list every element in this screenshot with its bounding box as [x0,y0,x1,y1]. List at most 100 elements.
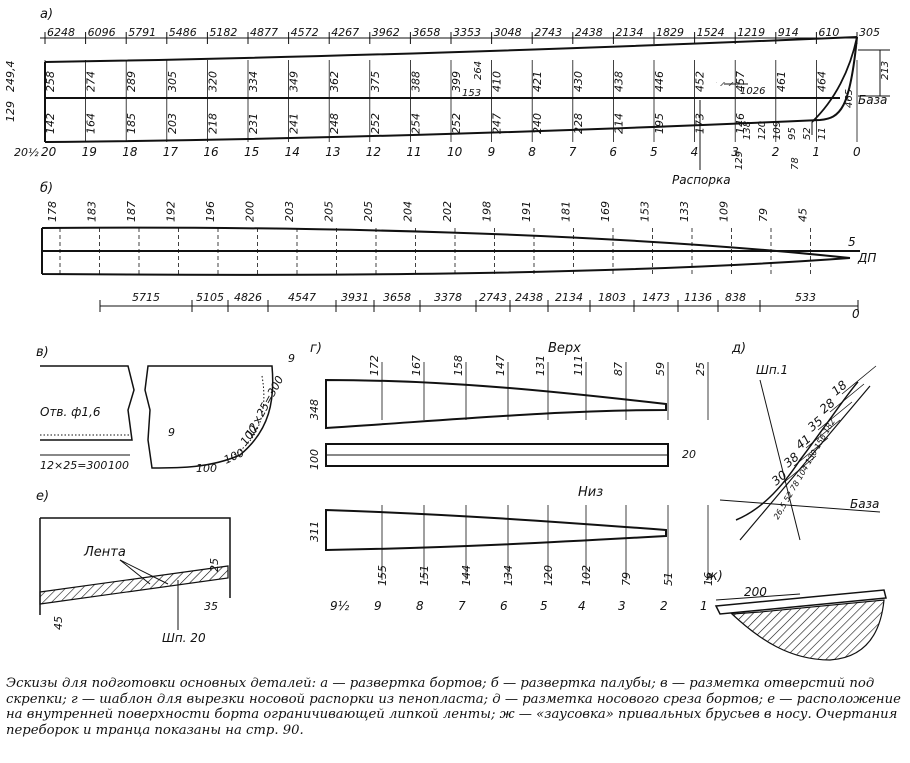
deck-bottom-dim: 5715 [132,291,160,304]
frame-number: 11 [406,145,421,159]
panel-a-letter: а) [40,7,53,22]
frame-number: 8 [528,145,536,159]
template-bottom-value: 151 [418,565,431,586]
deck-width-value: 181 [560,201,573,222]
deck-bottom-dim: 2743 [479,291,507,304]
template-bottom-value: 51 [662,572,675,586]
template-frame-number: 3 [618,599,626,613]
top-dim-value: 4877 [250,26,278,39]
frame-number: 2 [772,145,780,159]
lower-value: 247 [491,113,504,134]
template-frame-number: 9½ [330,599,350,613]
panel-v-letter: в) [36,345,49,360]
lower-value: 195 [653,113,666,134]
deck-width-value: 205 [323,201,336,222]
panel-a-left-2494: 249,4 [4,61,17,93]
frame-number: 13 [325,145,340,159]
panel-e-lenta: Лента [83,545,126,560]
template-top-value: 87 [612,362,625,376]
dimension-line [805,419,841,449]
frame-number: 14 [285,145,300,159]
top-dim-value: 4267 [331,26,359,39]
deck-width-value: 202 [441,201,454,222]
stern-small-value: 120 [757,121,768,140]
upper-value: 452 [694,71,707,92]
deck-width-value: 178 [46,201,59,222]
frame-number: 16 [203,145,219,159]
template-top-value: 167 [410,355,423,376]
frame-number: 15 [244,145,259,159]
deck-width-value: 133 [678,201,691,222]
dimension-line [781,455,817,485]
frame-number: 17 [163,145,179,159]
panel-v-100b: 100 [222,446,247,467]
upper-value: 461 [775,71,788,92]
template-top-value: 147 [494,355,507,376]
deck-width-value: 204 [402,201,415,222]
template-frame-number: 7 [458,599,466,613]
template-top-value: 25 [694,362,707,376]
top-dim-value: 4572 [291,26,319,39]
deck-width-value: 196 [204,201,217,222]
panel-e-45: 45 [52,616,65,630]
panel-zh-gunwale-bevel: ж) 200 [705,569,887,661]
top-dim-value: 2438 [575,26,603,39]
lower-value: 254 [409,113,422,134]
deck-bottom-dim: 2438 [515,291,543,304]
upper-value: 375 [369,71,382,92]
deck-bottom-dim: 3658 [383,291,411,304]
upper-value: 438 [612,71,625,92]
upper-value: 446 [653,71,666,92]
lower-value: 252 [369,113,382,134]
upper-value: 457 [734,71,747,92]
top-dim-value: 2743 [534,26,562,39]
frame-number: 10 [447,145,463,159]
stern-small-value: 11 [817,127,828,140]
deck-width-value: 191 [520,201,533,222]
top-dim-value: 305 [859,26,880,39]
panel-g-311: 311 [308,521,321,542]
frame-number: 20 [41,145,57,159]
bow-cut-value: 38 [781,450,802,471]
frame-number: 0 [853,145,861,159]
dimension-line [817,401,853,431]
deck-bottom-dim: 1803 [598,291,626,304]
panel-v-9a: 9 [288,352,295,365]
top-dim-value: 5182 [209,26,237,39]
top-dim-value: 6096 [88,26,116,39]
panel-a-1026: 1026 [740,86,765,97]
panel-g-letter: г) [310,341,322,356]
deck-bottom-dim: 533 [795,291,816,304]
deck-width-value: 198 [481,201,494,222]
template-frame-number: 1 [700,599,708,613]
frame-number: 4 [691,145,699,159]
top-dim-value: 3658 [412,26,440,39]
upper-value: 320 [206,71,219,92]
template-bottom-value: 16 [702,572,715,586]
top-dim-value: 5791 [128,26,156,39]
panel-d-shp: Шп.1 [756,363,788,377]
dimension-line [793,437,829,467]
lower-value: 218 [206,113,219,134]
lower-value: 185 [125,113,138,134]
lower-value: 231 [247,113,260,134]
panel-zh-200: 200 [744,585,767,599]
upper-value: 421 [531,71,544,92]
upper-value: 258 [44,71,57,92]
panel-e-35: 35 [204,600,218,613]
lower-value: 146 [734,113,747,134]
panel-g-top-shape [325,378,667,430]
panel-a-153: 153 [462,88,481,99]
template-frame-number: 6 [500,599,508,613]
panel-b-deck-outline [41,226,860,276]
deck-width-value: 187 [125,201,138,222]
dimension-line [841,365,877,395]
frame-number: 19 [82,145,97,159]
